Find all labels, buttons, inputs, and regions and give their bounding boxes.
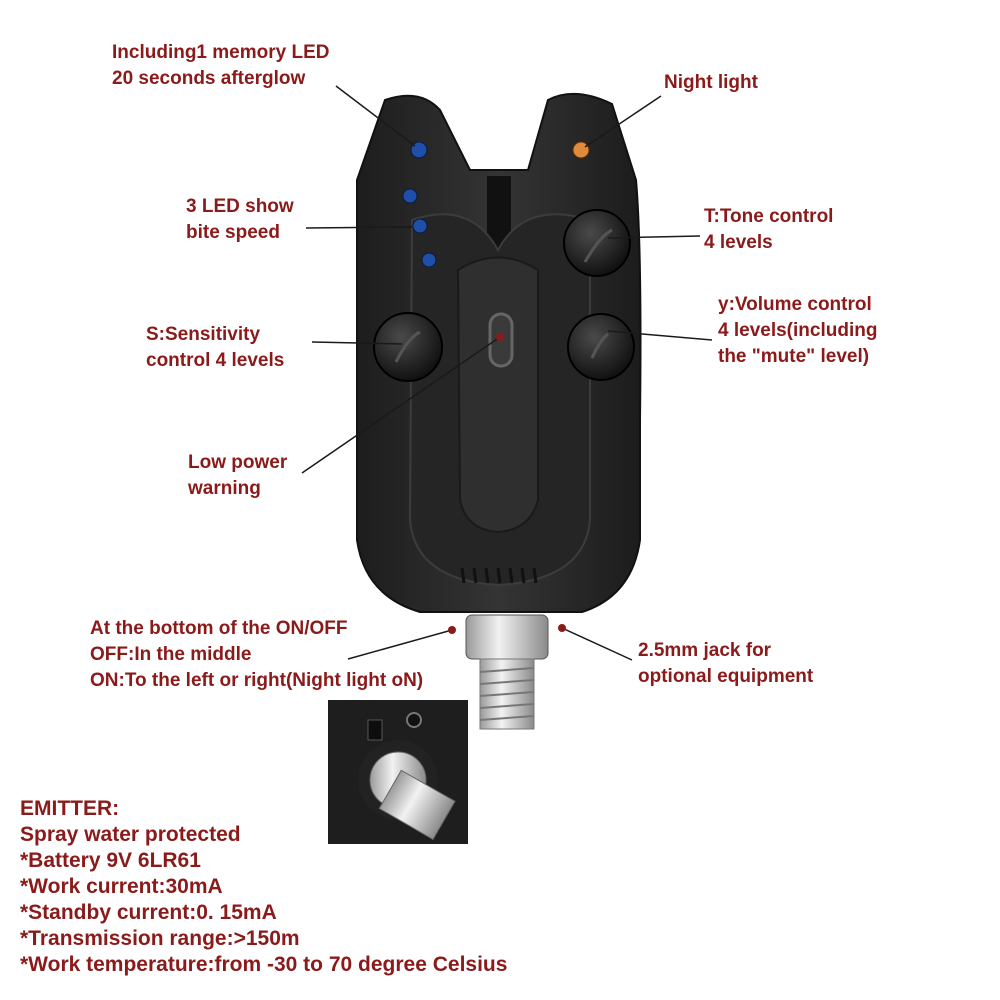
speaker-grille [460,567,538,584]
callout-line: T:Tone control [704,206,834,227]
sensitivity-knob [373,312,443,382]
callout-line: optional equipment [638,666,814,687]
mount-nut [465,614,549,660]
callout-sensitivity: S:Sensitivity control 4 levels [146,322,284,374]
spec-item: *Battery 9V 6LR61 [20,849,201,872]
spec-heading: EMITTER: [20,797,120,820]
spec-list: EMITTER: Spray water protected *Battery … [20,796,507,978]
callout-line: Low power [188,452,288,473]
callout-line: 4 levels [704,232,773,253]
callout-line: 4 levels(including [718,320,878,341]
bite-led-1 [402,188,418,204]
callout-line: Night light [664,72,758,93]
spec-item: *Work temperature:from -30 to 70 degree … [20,953,508,976]
bite-led-3 [421,252,437,268]
callout-line: S:Sensitivity [146,324,261,345]
bite-led-2 [412,218,428,234]
callout-line: 2.5mm jack for [638,640,772,661]
bottom-view-inset [328,700,468,844]
callout-memory-led: Including1 memory LED 20 seconds aftergl… [112,40,329,92]
callout-on-off-switch: At the bottom of the ON/OFF OFF:In the m… [90,616,423,694]
callout-line: warning [188,478,261,499]
callout-line: 20 seconds afterglow [112,68,306,89]
callout-volume-control: y:Volume control 4 levels(including the … [718,292,877,370]
callout-tone-control: T:Tone control 4 levels [704,204,833,256]
callout-line: ON:To the left or right(Night light oN) [90,670,424,691]
callout-line: 3 LED show [186,196,294,217]
callout-line: bite speed [186,222,280,243]
volume-knob [567,313,635,381]
callout-line: OFF:In the middle [90,644,252,665]
callout-line: At the bottom of the ON/OFF [90,618,348,639]
spec-item: *Work current:30mA [20,875,223,898]
night-light-led [572,141,590,159]
spec-item: *Standby current:0. 15mA [20,901,277,924]
callout-line: the "mute" level) [718,346,870,367]
callout-night-light: Night light [664,70,758,96]
callout-line: control 4 levels [146,350,285,371]
callout-line: Including1 memory LED [112,42,330,63]
callout-low-power: Low power warning [188,450,287,502]
tone-knob [563,209,631,277]
callout-line: y:Volume control [718,294,872,315]
spec-item: *Transmission range:>150m [20,927,300,950]
spec-item: Spray water protected [20,823,241,846]
callout-jack: 2.5mm jack for optional equipment [638,638,813,690]
callout-bite-speed: 3 LED show bite speed [186,194,294,246]
